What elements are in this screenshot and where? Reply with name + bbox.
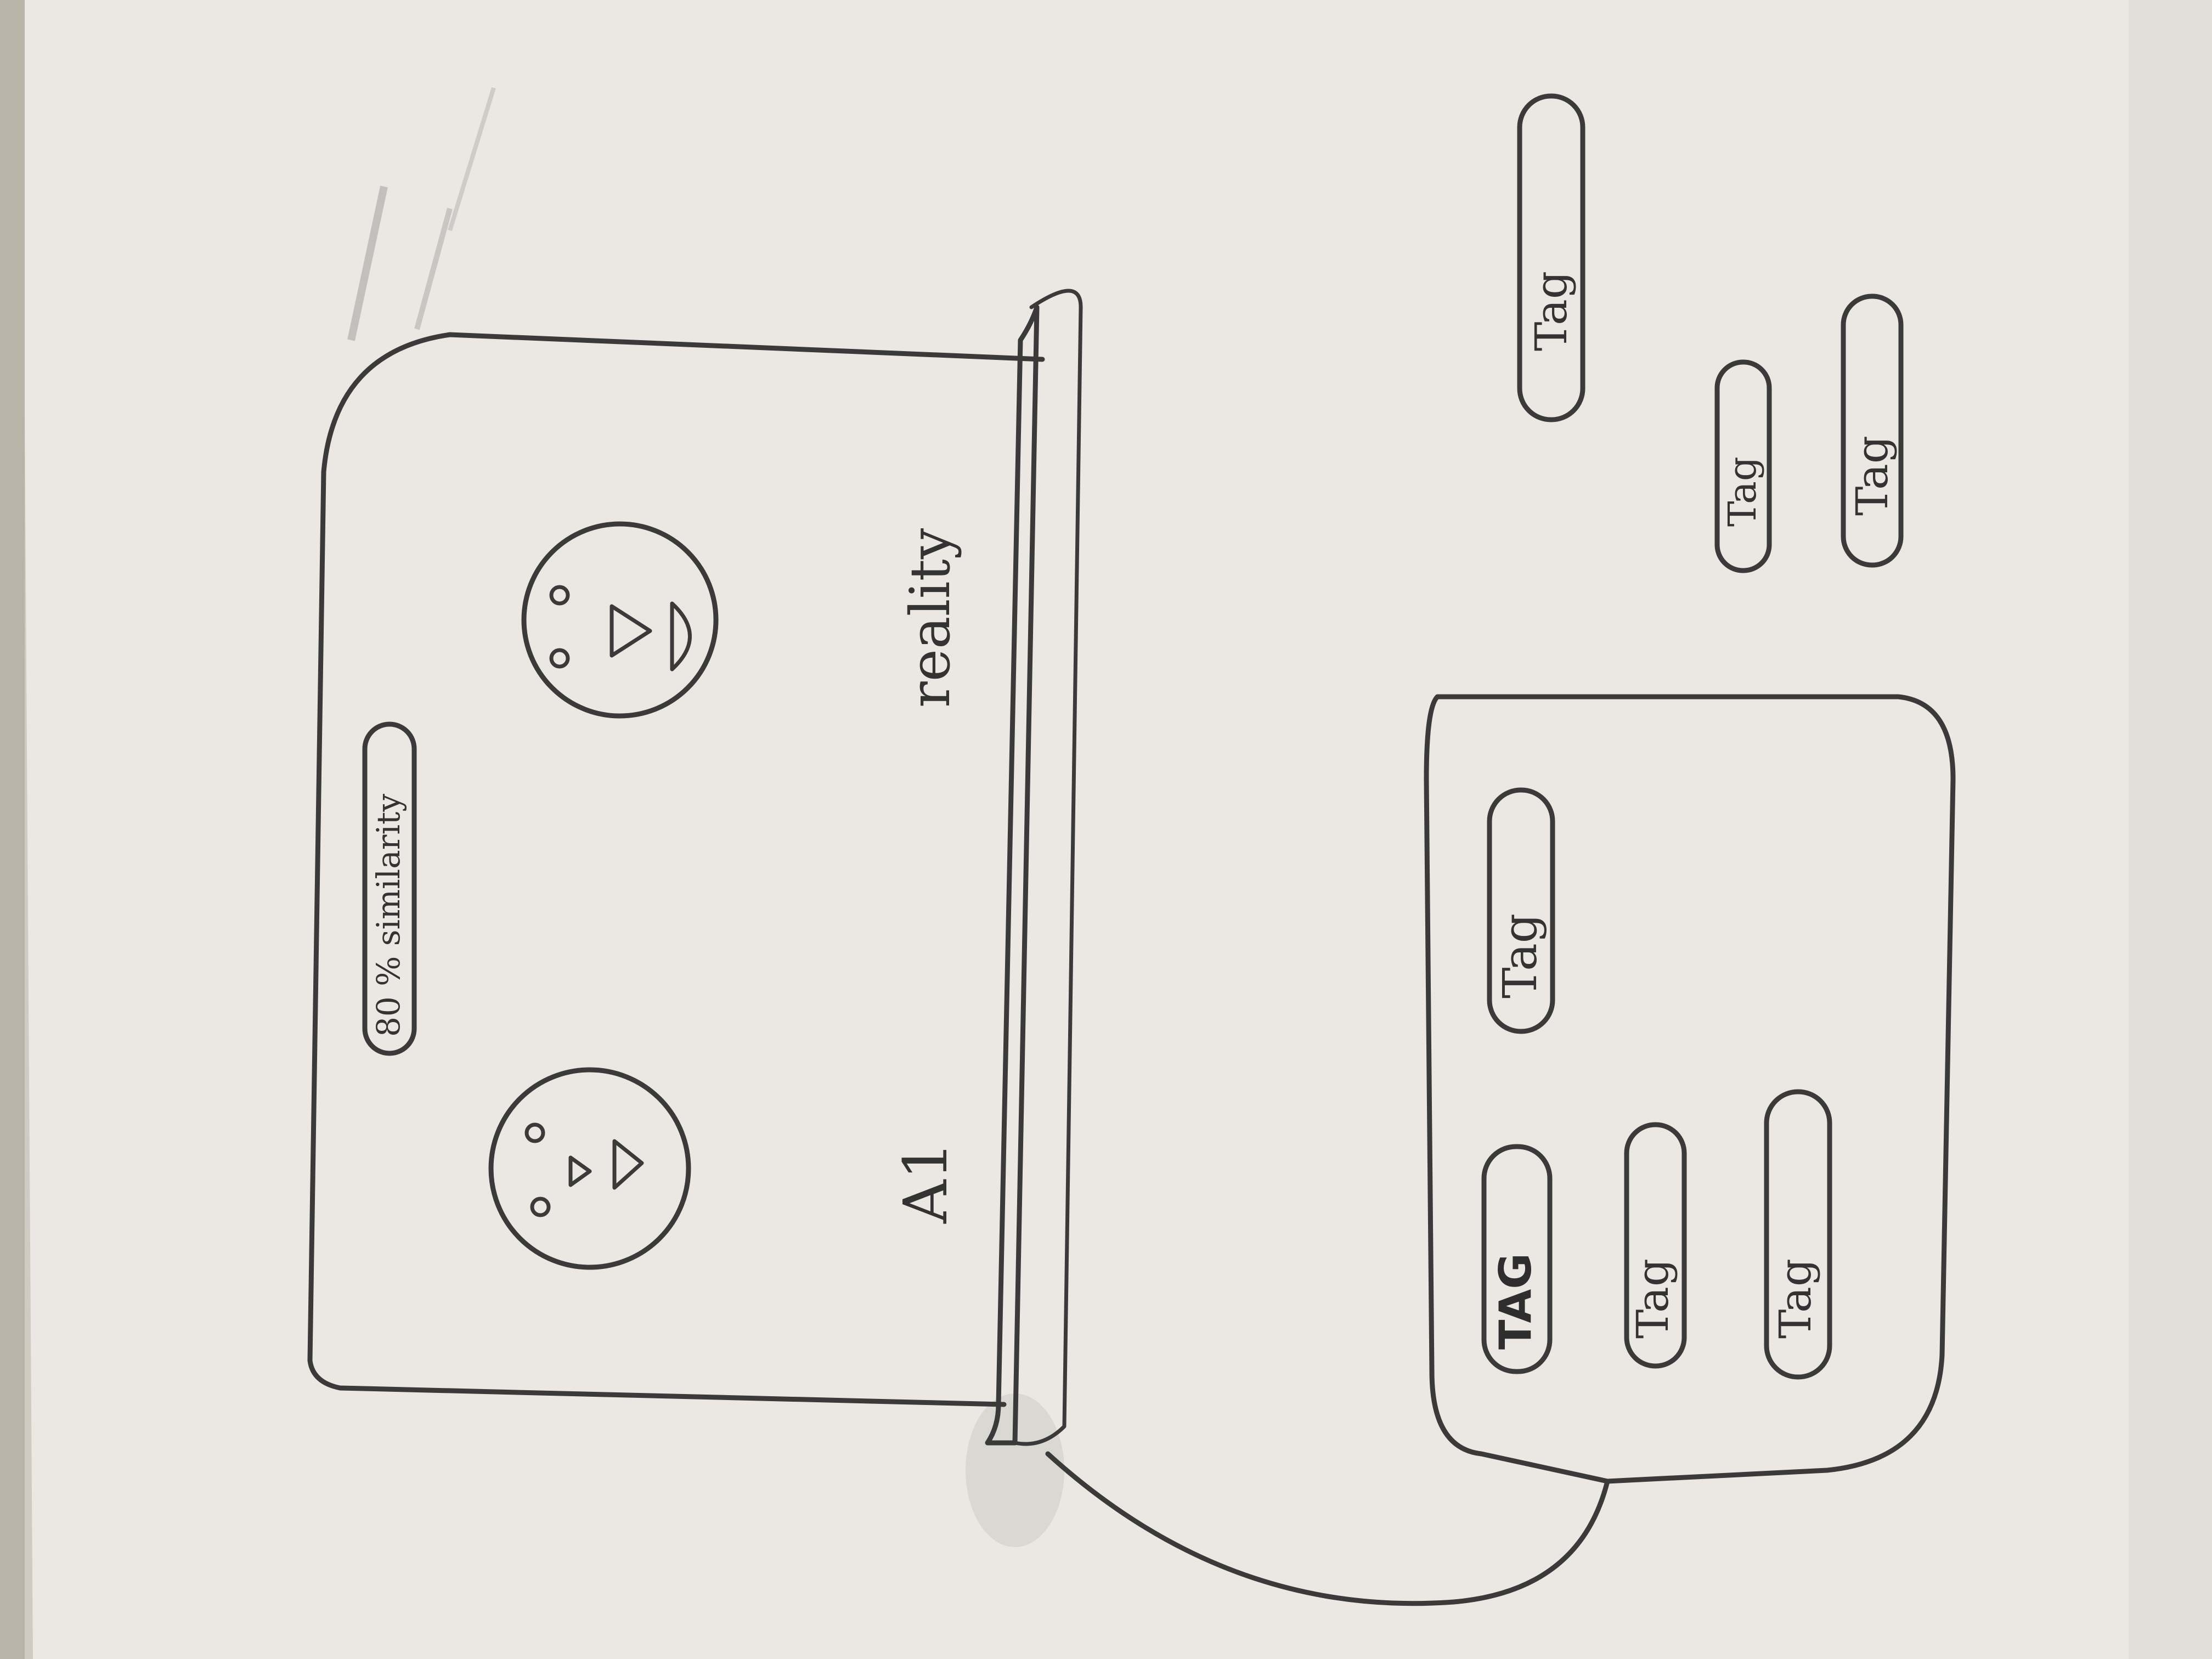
tag-bubble — [1045, 694, 1956, 1606]
card-stand-bar — [985, 304, 1040, 1446]
bubble-tag: Tag — [1487, 787, 1555, 1034]
smudge-marks — [347, 87, 1064, 1547]
loose-tag: Tag — [1841, 294, 1904, 568]
bubble-tag: Tag — [1764, 1089, 1832, 1380]
svg-text:Tag: Tag — [1526, 271, 1577, 351]
svg-text:Tag: Tag — [1720, 456, 1765, 527]
bubble-tag: TAG — [1481, 1144, 1553, 1374]
similarity-badge: 80 % similarity — [362, 721, 417, 1056]
svg-text:Tag: Tag — [1847, 436, 1898, 516]
loose-tag: Tag — [1517, 93, 1585, 422]
svg-text:Tag: Tag — [1770, 1259, 1821, 1339]
paper-right-edge — [2129, 0, 2212, 1659]
svg-text:Tag: Tag — [1493, 913, 1548, 998]
svg-text:Tag: Tag — [1627, 1259, 1678, 1339]
face-icon — [521, 521, 719, 719]
svg-text:TAG: TAG — [1490, 1253, 1541, 1350]
card-outline — [307, 332, 1045, 1407]
card-stand-top — [1013, 289, 1083, 1446]
bubble-tag: Tag — [1624, 1122, 1687, 1369]
face-icon — [488, 1067, 691, 1270]
similarity-badge-text: 80 % similarity — [370, 794, 407, 1037]
paper-left-edge — [0, 0, 25, 1659]
label-reality: reality — [898, 528, 962, 708]
label-a1: A1 — [890, 1142, 961, 1224]
paper-sheet — [22, 0, 2140, 1659]
loose-tag: Tag — [1714, 359, 1772, 573]
